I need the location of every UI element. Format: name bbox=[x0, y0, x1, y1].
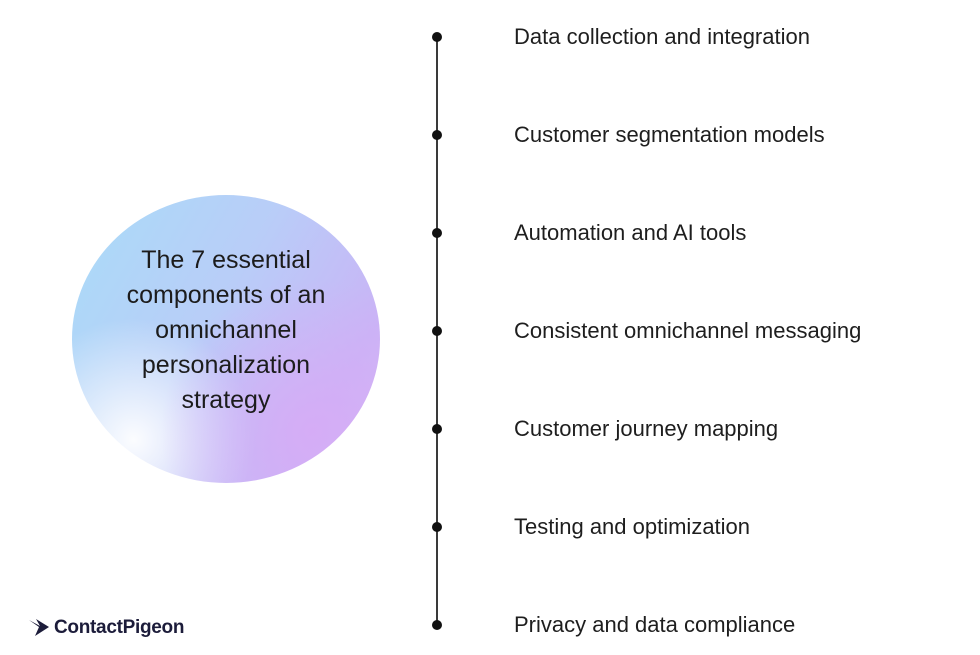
timeline-item-label: Consistent omnichannel messaging bbox=[514, 318, 862, 343]
timeline-item-label: Data collection and integration bbox=[514, 24, 810, 49]
timeline-item: Customer segmentation models bbox=[0, 120, 980, 150]
timeline-dot bbox=[432, 32, 442, 42]
timeline-dot bbox=[432, 620, 442, 630]
timeline-item-label: Privacy and data compliance bbox=[514, 612, 796, 637]
timeline-item-label: Testing and optimization bbox=[514, 514, 751, 539]
timeline-item: Consistent omnichannel messaging bbox=[0, 316, 980, 346]
timeline-item: Automation and AI tools bbox=[0, 218, 980, 248]
timeline-item-label: Customer segmentation models bbox=[514, 122, 825, 147]
timeline-item-label: Automation and AI tools bbox=[514, 220, 747, 245]
diagram-title: The 7 essential components of an omnicha… bbox=[126, 245, 326, 414]
timeline-dot bbox=[432, 228, 442, 238]
timeline-item: Privacy and data compliance bbox=[0, 610, 980, 640]
timeline-dot bbox=[432, 522, 442, 532]
timeline-dot bbox=[432, 424, 442, 434]
timeline-dot bbox=[432, 130, 442, 140]
timeline-dot bbox=[432, 326, 442, 336]
brand-name: ContactPigeon bbox=[54, 617, 185, 638]
timeline-item: Testing and optimization bbox=[0, 512, 980, 542]
pigeon-arrow-logo-icon bbox=[29, 619, 49, 636]
center-circle: The 7 essential components of an omnicha… bbox=[72, 195, 380, 483]
timeline-item: Customer journey mapping bbox=[0, 414, 980, 444]
brand-logo: ContactPigeon bbox=[28, 614, 184, 642]
timeline-item: Data collection and integration bbox=[0, 22, 980, 52]
timeline-item-label: Customer journey mapping bbox=[514, 416, 779, 441]
